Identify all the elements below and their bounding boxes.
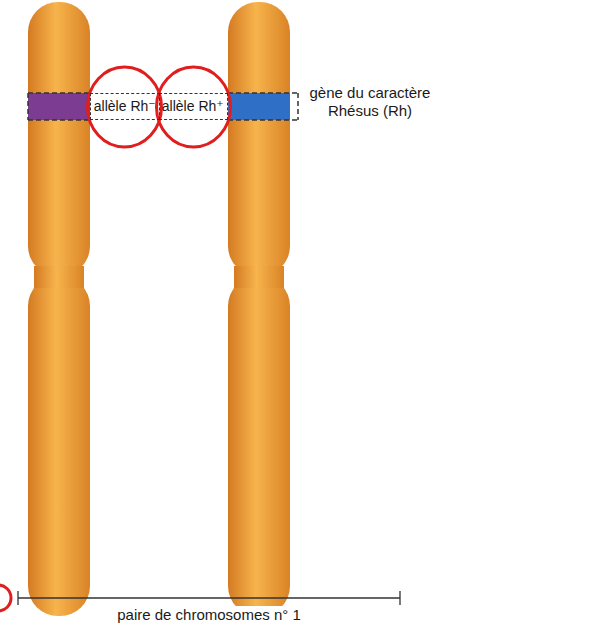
- dashed-line: [28, 93, 90, 120]
- chromosome-arm: [228, 276, 290, 616]
- allele-cell: allèle Rh⁻: [90, 93, 160, 120]
- highlight-circle: [157, 67, 231, 147]
- dashed-line: [228, 93, 298, 120]
- allele-label: allèle Rh⁻: [94, 99, 156, 114]
- highlight-circle: [0, 585, 11, 611]
- highlight-circle: [88, 67, 162, 147]
- centromere: [234, 266, 284, 288]
- gene-label: gène du caractère Rhésus (Rh): [300, 84, 440, 120]
- chromosome-arm: [28, 2, 90, 276]
- allele-cell: allèle Rh⁺: [159, 93, 229, 120]
- bracket: [18, 591, 400, 605]
- chromosome-arm: [228, 2, 290, 276]
- gene-band: [28, 93, 90, 120]
- chromosome-arm: [28, 276, 90, 616]
- pair-label: paire de chromosomes n° 1: [114, 606, 304, 624]
- allele-label: allèle Rh⁺: [162, 99, 224, 114]
- centromere: [34, 266, 84, 288]
- gene-band: [228, 93, 290, 120]
